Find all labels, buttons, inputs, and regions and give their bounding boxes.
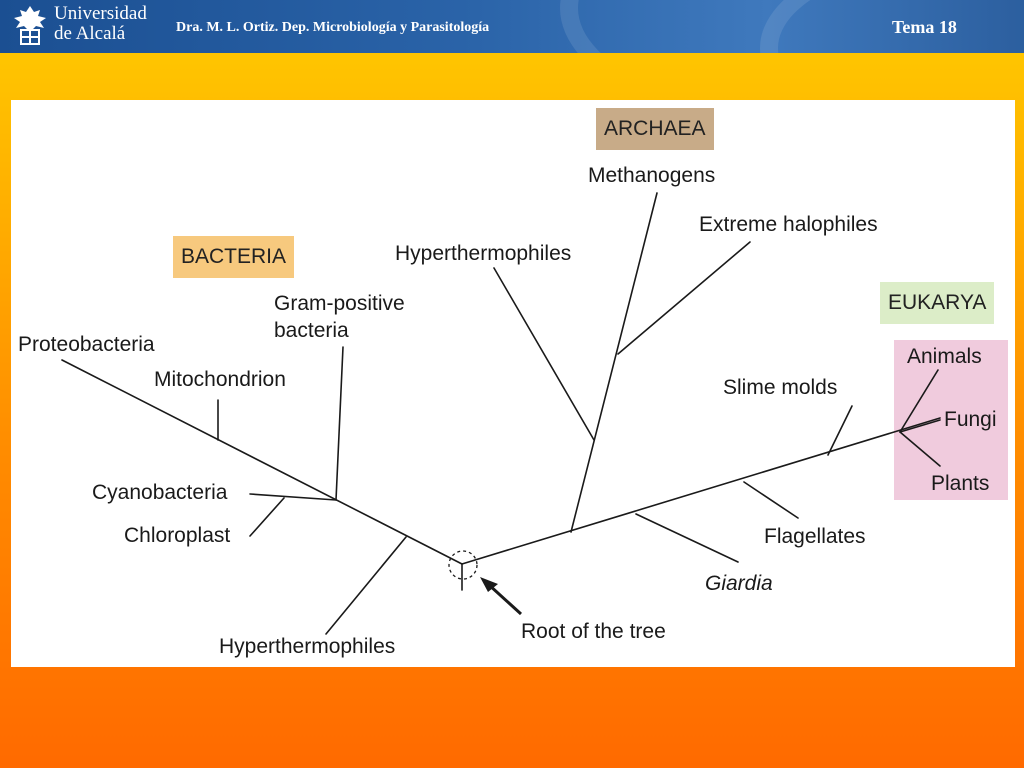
- label-giardia: Giardia: [705, 572, 773, 595]
- label-extreme-halophiles: Extreme halophiles: [699, 213, 878, 236]
- university-name: Universidad de Alcalá: [54, 4, 147, 44]
- branch-flagellates: [743, 481, 799, 519]
- domain-box-eukarya: EUKARYA: [880, 282, 995, 324]
- branch-plants: [899, 431, 941, 467]
- branch-chloroplast: [249, 497, 285, 537]
- label-animals: Animals: [907, 345, 982, 368]
- label-plants: Plants: [931, 472, 990, 495]
- topic-title: Tema 18: [892, 17, 957, 37]
- author-line: Dra. M. L. Ortiz. Dep. Microbiología y P…: [176, 20, 490, 35]
- branch-hyperthermophiles-archaea: [493, 267, 595, 441]
- label-mitochondrion: Mitochondrion: [154, 368, 286, 391]
- header-bar: Universidad de Alcalá Dra. M. L. Ortiz. …: [0, 0, 1024, 53]
- label-methanogens: Methanogens: [588, 164, 716, 187]
- university-crest-icon: [14, 6, 46, 45]
- university-name-line1: Universidad: [54, 3, 147, 24]
- domain-box-bacteria: BACTERIA: [173, 236, 295, 278]
- label-hyperthermophiles-archaea: Hyperthermophiles: [395, 242, 572, 265]
- branch-fungi: [899, 419, 941, 433]
- eukarya-trunk: [461, 417, 941, 565]
- branch-extreme-halophiles: [617, 241, 751, 355]
- label-fungi: Fungi: [944, 408, 997, 431]
- archaea-trunk: [570, 192, 658, 533]
- domain-box-archaea: ARCHAEA: [596, 108, 714, 150]
- label-root: Root of the tree: [521, 620, 666, 643]
- label-hyperthermophiles-bacteria: Hyperthermophiles: [219, 635, 396, 658]
- branch-hyperthermophiles-bacteria: [325, 536, 407, 635]
- label-slime-molds: Slime molds: [723, 376, 838, 399]
- root-arrow: [486, 582, 523, 616]
- label-gram-positive-line2: bacteria: [274, 319, 349, 342]
- root-marker: [448, 550, 478, 580]
- label-proteobacteria: Proteobacteria: [18, 333, 155, 356]
- label-flagellates: Flagellates: [764, 525, 866, 548]
- label-gram-positive-line1: Gram-positive: [274, 292, 405, 315]
- branch-cyanobacteria: [249, 493, 337, 501]
- branch-gram-positive: [335, 346, 344, 501]
- label-cyanobacteria: Cyanobacteria: [92, 481, 228, 504]
- bacteria-trunk: [61, 359, 463, 565]
- branch-slime-molds: [827, 405, 853, 456]
- diagram-panel: [11, 100, 1015, 667]
- university-name-line2: de Alcalá: [54, 23, 126, 44]
- eukarya-group-box: [894, 340, 1008, 500]
- branch-animals: [899, 369, 939, 433]
- label-chloroplast: Chloroplast: [124, 524, 231, 547]
- branch-giardia: [635, 513, 739, 563]
- root-arrow-head: [480, 577, 498, 592]
